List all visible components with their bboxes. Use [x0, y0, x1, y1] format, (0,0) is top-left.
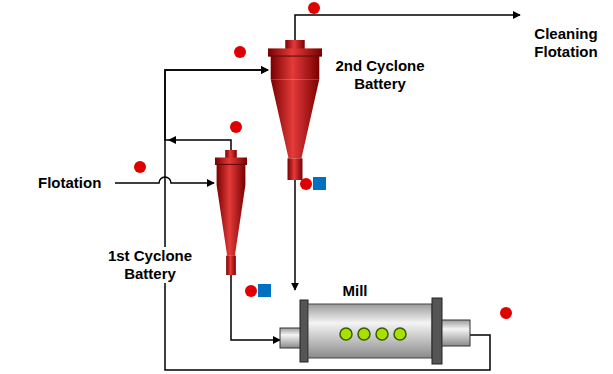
- cyclone-outline: [215, 150, 247, 275]
- sample-dot: [134, 161, 146, 173]
- sample-square: [258, 284, 271, 297]
- feed-trunnion: [280, 328, 302, 348]
- stream-label: Flotation: [38, 174, 128, 192]
- cyclone-battery: 1st Cyclone Battery: [215, 150, 247, 275]
- mill-port: [376, 328, 388, 340]
- mill-end-flange: [432, 298, 442, 364]
- unit-label: 1st Cyclone Battery: [100, 247, 200, 283]
- cyclone-spigot: [288, 158, 303, 180]
- cyclone-cone: [217, 185, 246, 256]
- sample-dot: [308, 2, 320, 14]
- mill-port: [358, 328, 370, 340]
- vortex-finder: [285, 40, 304, 49]
- flange-edge: [215, 164, 247, 165]
- mill-shell: [308, 304, 432, 358]
- slurry-line: [294, 180, 296, 290]
- cyclone-body: [268, 40, 322, 180]
- cyclone-cone: [271, 79, 320, 158]
- mill-port: [340, 328, 352, 340]
- cyclone-flange: [215, 158, 247, 165]
- sample-square: [313, 177, 326, 190]
- sample-dot: [230, 121, 242, 133]
- sample-dot: [245, 285, 257, 297]
- stream-label: Cleaning Flotation: [522, 25, 610, 61]
- mill-port: [394, 328, 406, 340]
- sample-dot: [500, 307, 512, 319]
- unit-label: 2nd Cyclone Battery: [330, 57, 430, 93]
- slurry-line: [165, 70, 490, 370]
- mill-end-flange: [300, 300, 308, 362]
- flange-edge: [268, 56, 322, 57]
- cyclone-flange: [268, 48, 322, 56]
- vortex-finder: [225, 150, 237, 159]
- unit-label: Mill: [330, 282, 380, 300]
- cyclone-outline: [268, 40, 322, 180]
- cyclone-spigot: [226, 256, 236, 275]
- mill-unit: Mill: [280, 290, 470, 366]
- mill-body: [280, 298, 470, 364]
- mill-outline: [280, 290, 470, 366]
- slurry-line: [231, 275, 280, 340]
- cyclone-cylinder: [217, 164, 246, 185]
- cyclone-battery: 2nd Cyclone Battery: [268, 40, 322, 180]
- discharge-trunnion: [442, 320, 470, 346]
- sample-dot: [234, 46, 246, 58]
- slurry-line: [165, 70, 268, 150]
- cyclone-body: [215, 150, 247, 275]
- product-line: [295, 15, 520, 40]
- cyclone-cylinder: [271, 56, 320, 79]
